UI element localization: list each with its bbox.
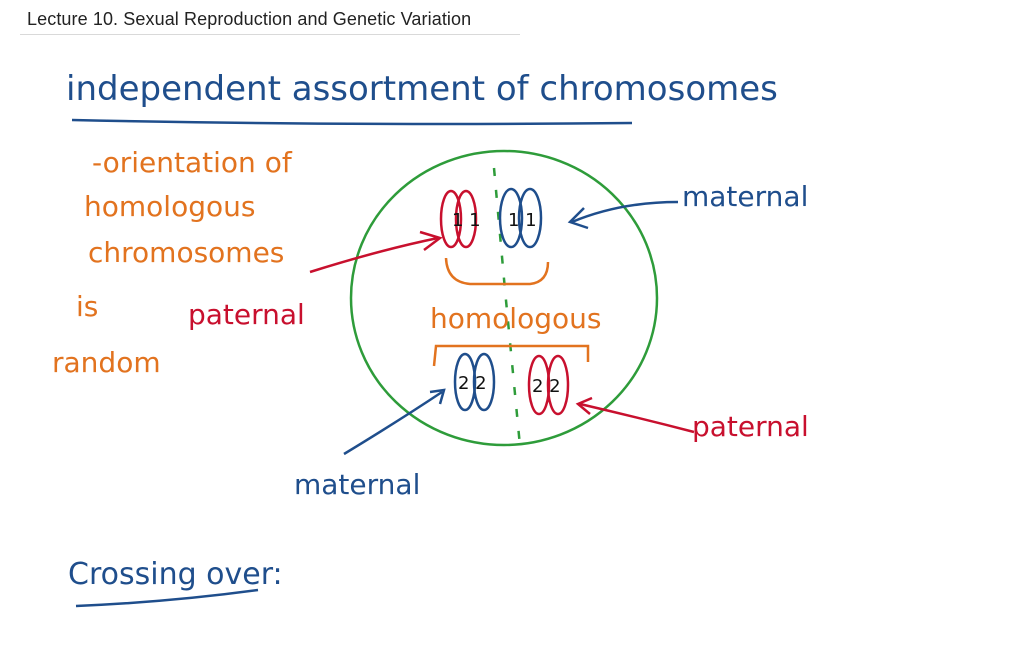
chromosome-number-top-blue: 1 1 [508, 210, 537, 231]
chromosome-pair-2-red [527, 354, 570, 416]
cell-outline [349, 149, 659, 447]
crossing-over-heading: Crossing over: [68, 557, 283, 592]
chromosome-pair-1-blue [498, 187, 543, 249]
chromosome-number-bottom-red: 2 2 [532, 376, 561, 397]
label-paternal-right: paternal [692, 410, 809, 443]
note-line-3: chromosomes [88, 236, 284, 269]
arrow-paternal-right [575, 396, 695, 434]
label-maternal-bottom: maternal [294, 468, 420, 501]
chromosome-number-bottom-blue: 2 2 [458, 373, 487, 394]
page-title: Lecture 10. Sexual Reproduction and Gene… [27, 9, 472, 29]
arrow-maternal-bottom [343, 388, 446, 456]
note-line-2: homologous [84, 190, 255, 223]
homologous-bracket-top [444, 257, 550, 286]
metaphase-plate-line [492, 167, 522, 447]
label-paternal-left: paternal [188, 298, 305, 331]
arrow-paternal-left [309, 230, 443, 274]
arrow-maternal-top [567, 200, 679, 230]
label-maternal-top: maternal [682, 180, 808, 213]
note-line-5: random [52, 346, 161, 379]
label-homologous: homologous [430, 302, 601, 335]
note-line-4: is [76, 290, 98, 323]
heading-text: independent assortment of chromosomes [66, 69, 778, 109]
chromosome-pair-2-blue [453, 352, 496, 412]
heading-underline [71, 118, 633, 126]
chromosome-number-top-red: 1 1 [452, 210, 481, 231]
homologous-bracket-bottom [432, 344, 590, 367]
crossing-over-underline [75, 588, 259, 608]
note-line-1: -orientation of [92, 146, 293, 179]
chromosome-pair-1-red [439, 189, 478, 249]
title-divider [20, 34, 520, 35]
